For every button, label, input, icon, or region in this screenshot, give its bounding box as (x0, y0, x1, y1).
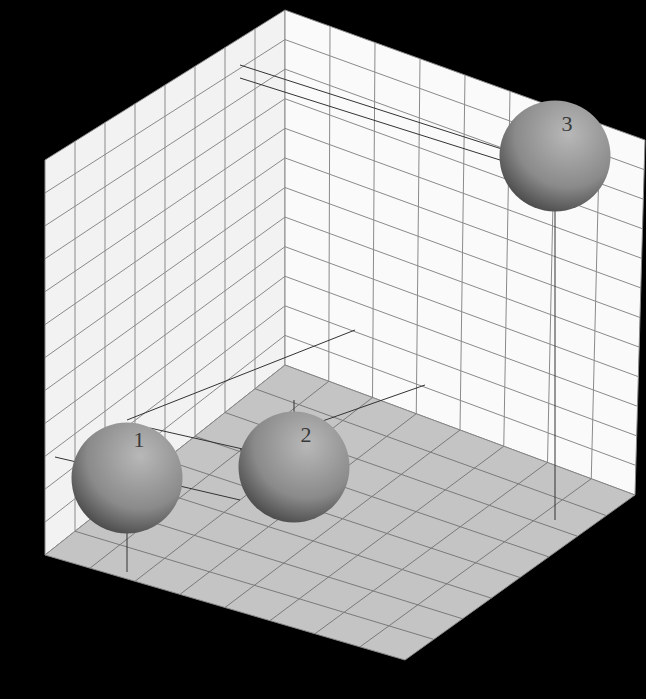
sphere: 1 (71, 422, 183, 534)
floor (45, 365, 635, 660)
sphere: 2 (238, 411, 350, 523)
grid-lines (45, 26, 644, 647)
axis-lines (55, 65, 555, 572)
sphere-shape (238, 411, 350, 523)
sphere-number: 3 (562, 113, 573, 135)
sphere-number: 2 (301, 424, 312, 446)
sphere-number: 1 (134, 429, 145, 451)
sphere-shape (71, 422, 183, 534)
sphere: 3 (499, 100, 611, 212)
sphere-shape (499, 100, 611, 212)
